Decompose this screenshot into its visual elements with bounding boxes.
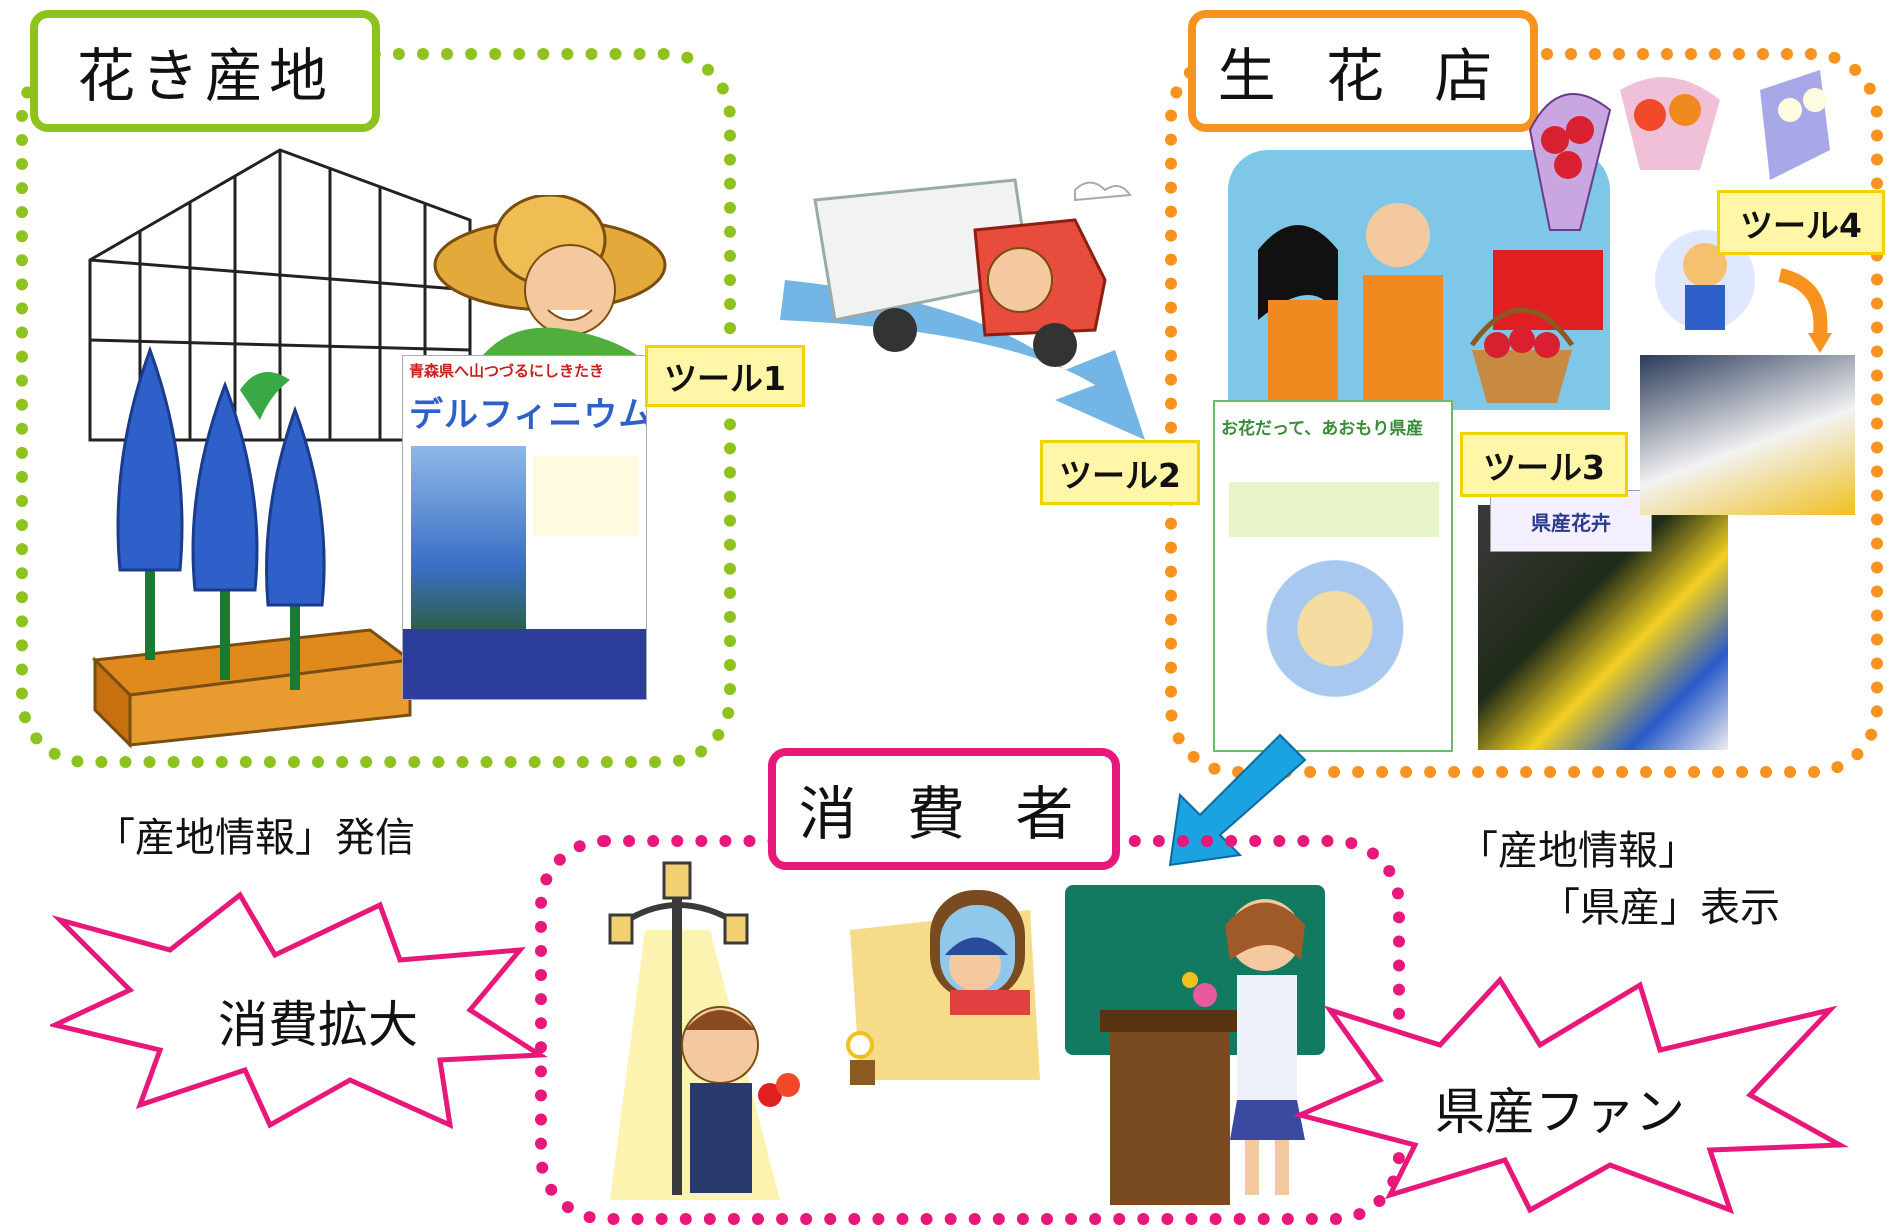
shop-sign-text: 県産花卉 bbox=[1531, 510, 1611, 535]
production-info-caption: 「産地情報」発信 bbox=[95, 815, 415, 861]
flyer-header: 青森県へ山つづるにしきたき bbox=[409, 362, 605, 380]
flow-arrow-to-consumer bbox=[1168, 733, 1307, 867]
truck-illustration bbox=[780, 178, 1145, 440]
prefecture-fan-burst bbox=[1292, 975, 1850, 1215]
greenhouse-illustration bbox=[88, 148, 472, 442]
counter-girl-illustration bbox=[1065, 885, 1325, 1205]
flyer-title: デルフィニウム bbox=[409, 395, 647, 435]
consumption-expansion-burst bbox=[50, 891, 548, 1130]
display-caption-line2: 「県産」表示 bbox=[1540, 885, 1780, 931]
flower-basket-illustration bbox=[1469, 307, 1575, 403]
aomori-flyer-textband bbox=[1229, 482, 1439, 537]
consumption-expansion-text: 消費拡大 bbox=[218, 996, 418, 1054]
tool-2-label: ツール2 bbox=[1040, 440, 1200, 505]
flyer-map bbox=[533, 456, 638, 536]
prefecture-fan-text: 県産ファン bbox=[1435, 1083, 1685, 1141]
production-area-title: 花き産地 bbox=[30, 10, 380, 132]
tool-1-label: ツール1 bbox=[645, 345, 805, 407]
bouquet-illustrations bbox=[1528, 70, 1830, 231]
tool4-mascot-illustration bbox=[1655, 230, 1832, 353]
tool-4-label: ツール4 bbox=[1717, 190, 1885, 255]
display-caption-line1: 「産地情報」 bbox=[1458, 828, 1698, 874]
flyer-photo bbox=[411, 446, 526, 646]
florist-title: 生 花 店 bbox=[1188, 10, 1538, 132]
delphinium-plants-illustration bbox=[91, 345, 414, 749]
delphinium-flyer: 青森県へ山つづるにしきたき デルフィニウム bbox=[402, 355, 647, 700]
aomori-flyer-title: お花だって、あおもり県産 bbox=[1221, 419, 1424, 439]
tool-3-label: ツール3 bbox=[1460, 432, 1628, 497]
consumer-title: 消 費 者 bbox=[768, 748, 1120, 870]
aomori-flyer-mascot bbox=[1255, 552, 1415, 722]
window-girl-illustration bbox=[846, 890, 1040, 1085]
lamp-man-illustration bbox=[608, 861, 800, 1200]
shop-sign: 県産花卉 bbox=[1490, 490, 1652, 552]
aomori-product-flyer: お花だって、あおもり県産 bbox=[1213, 400, 1453, 752]
flyer-bottom-band bbox=[403, 629, 646, 699]
shop-flowers-photo bbox=[1640, 355, 1855, 515]
